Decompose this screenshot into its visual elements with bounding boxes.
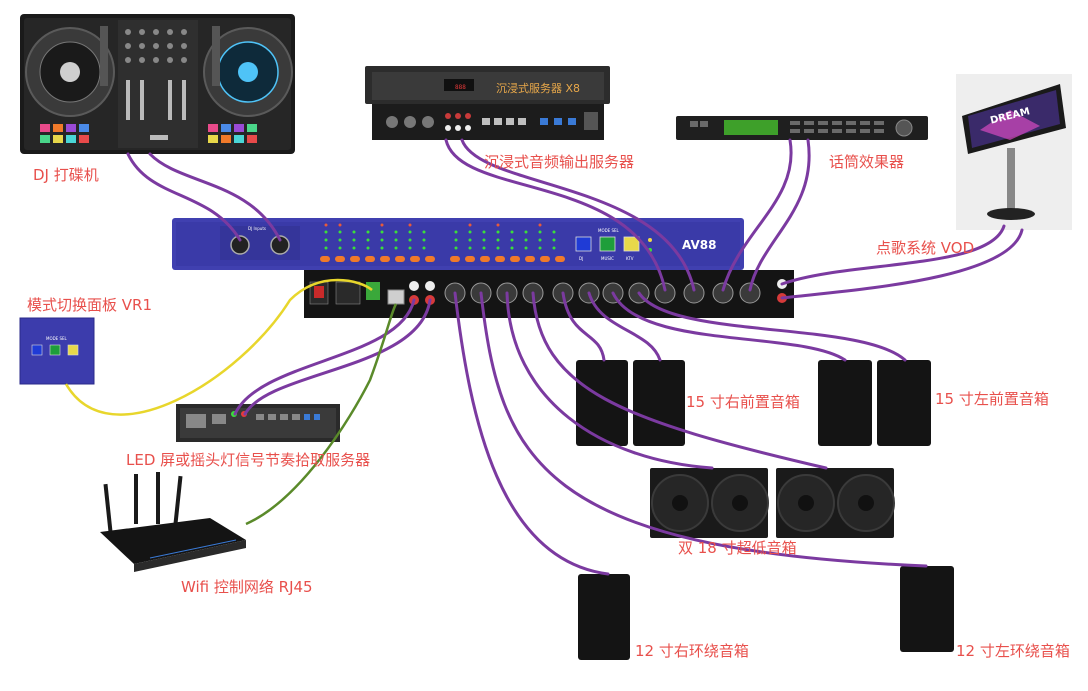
front-left-speakers [818,360,931,446]
mic-effects-unit [676,116,928,140]
server-screen-text: 沉浸式服务器 X8 [496,82,580,95]
svg-text:888: 888 [455,84,466,91]
subwoofers [650,468,895,538]
mode-dj-label: DJ [579,256,583,261]
network-cable [245,303,398,526]
label-subwoofer: 双 18 寸超低音箱 [678,539,797,557]
label-mic-effects: 话筒效果器 [829,153,905,171]
wifi-router [100,472,246,572]
mode-panel-cable [64,278,373,416]
label-front-left: 15 寸左前置音箱 [935,390,1049,408]
channel-buttons [320,256,565,262]
label-vod: 点歌系统 VOD [876,239,975,257]
panel-dj-button[interactable] [31,344,43,356]
label-surround-left: 12 寸左环绕音箱 [956,642,1070,660]
label-surround-right: 12 寸右环绕音箱 [635,642,749,660]
dj-input-l-jack [230,235,250,255]
mode-switch-panel: MODE SEL [19,317,95,385]
dj-controller [20,14,295,154]
label-immersive-server: 沉浸式音频输出服务器 [484,153,635,171]
mode-ktv-button[interactable] [623,236,640,252]
processor-front: DJ Inputs MODE SEL DJ M [172,218,744,270]
surround-right-speaker [578,574,630,660]
processor-model: AV88 [682,238,716,252]
panel-mode-label: MODE SEL [46,336,68,341]
label-led-server: LED 屏或摇头灯信号节奏拾取服务器 [126,451,371,469]
mode-dj-button[interactable] [575,236,592,252]
dj-inputs-label: DJ Inputs [248,226,266,231]
label-front-right: 15 寸右前置音箱 [686,393,800,411]
audio-cables [126,138,1024,576]
panel-ktv-button[interactable] [67,344,79,356]
mode-music-label: MUSIC [601,256,614,261]
network-port [387,289,405,305]
front-right-speakers [576,360,685,446]
vod-kiosk: DREAM [956,74,1072,230]
led-output-jack-white [409,281,419,291]
label-wifi: Wifi 控制网络 RJ45 [181,578,313,596]
surround-left-speaker [900,566,954,652]
label-dj: DJ 打碟机 [33,166,99,184]
dj-input-r-jack [270,235,290,255]
panel-music-button[interactable] [49,344,61,356]
processor-rear [304,270,794,318]
immersive-server: 888 沉浸式服务器 X8 [365,66,610,140]
label-mode-panel: 模式切换面板 VR1 [27,296,152,314]
mode-sel-label: MODE SEL [598,228,620,233]
mode-panel-terminal [366,282,380,300]
level-meter-grid [324,223,556,250]
mode-music-button[interactable] [599,236,616,252]
led-server [176,404,340,442]
mode-ktv-label: KTV [626,256,634,261]
